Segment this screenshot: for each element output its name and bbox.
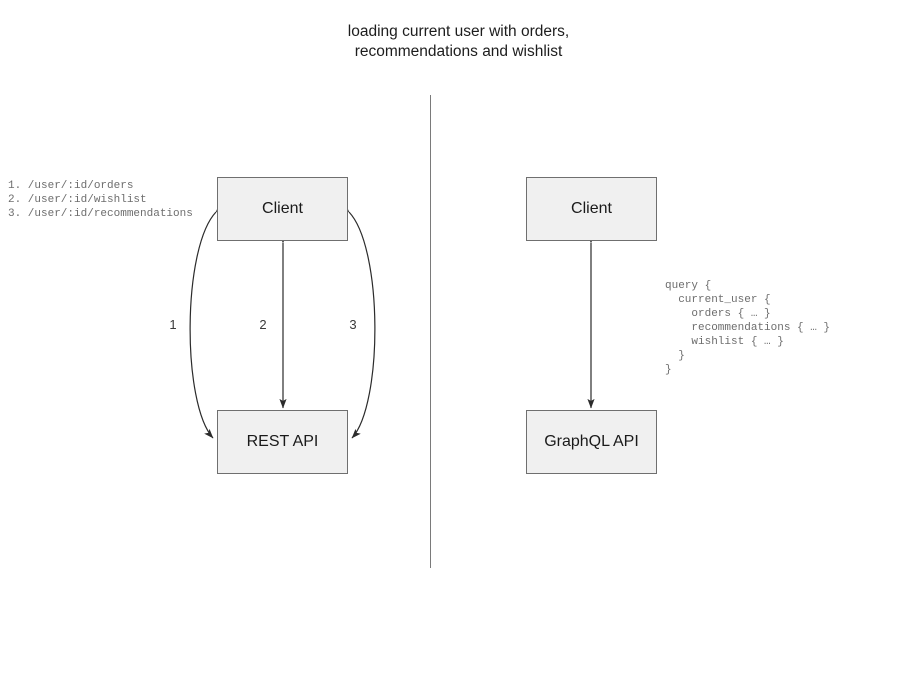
graphql-query-snippet: query { current_user { orders { … } reco… [665, 280, 831, 376]
edge-rest-1-curve [189, 202, 225, 439]
edge-label-1: 1 [169, 317, 177, 332]
page-title: loading current user with orders, recomm… [347, 23, 570, 60]
node-client-graphql[interactable]: Client [526, 177, 657, 241]
node-graphql-api[interactable]: GraphQL API [526, 410, 657, 474]
vertical-divider [430, 95, 431, 568]
node-rest-api[interactable]: REST API [217, 410, 348, 474]
edge-label-2: 2 [259, 317, 267, 332]
rest-endpoints-list: 1. /user/:id/orders 2. /user/:id/wishlis… [8, 180, 193, 220]
node-client-rest[interactable]: Client [217, 177, 348, 241]
edge-label-3: 3 [349, 317, 357, 332]
